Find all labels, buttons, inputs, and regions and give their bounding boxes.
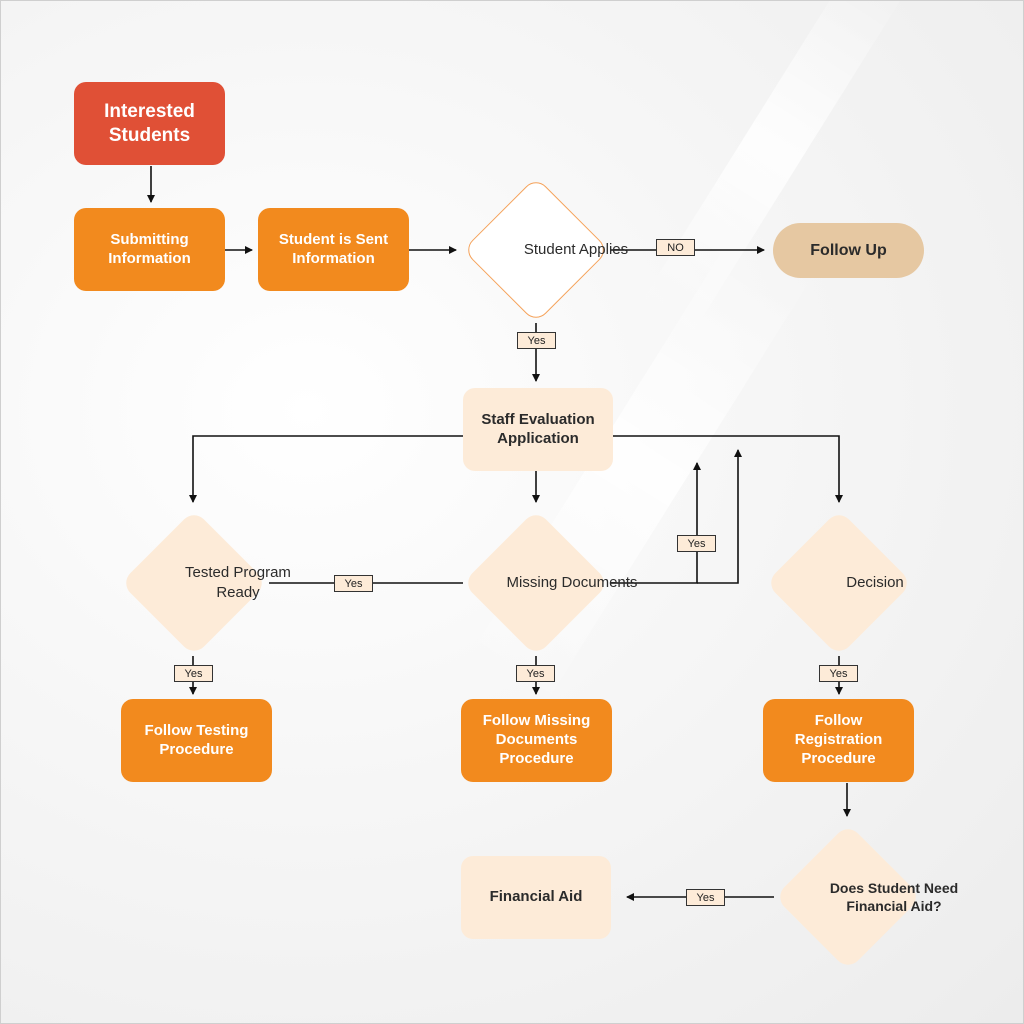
node-follow-testing: Follow Testing Procedure [121, 699, 272, 782]
decision-financial-aid-question: Does Student Need Financial Aid? [773, 822, 958, 972]
decision-student-applies: Student Applies [461, 175, 628, 325]
node-submitting-information: Submitting Information [74, 208, 225, 291]
node-follow-up: Follow Up [773, 223, 924, 278]
edge-label-missing-loop-yes: Yes [677, 535, 716, 552]
decision-tested-program-ready: Tested Program Ready [119, 508, 291, 658]
node-staff-evaluation: Staff Evaluation Application [463, 388, 613, 471]
edge-label-missing-yes: Yes [516, 665, 555, 682]
edge-label-applies-yes: Yes [517, 332, 556, 349]
node-interested-students: Interested Students [74, 82, 225, 165]
edge-label-decision-yes: Yes [819, 665, 858, 682]
decision-decision: Decision [764, 508, 914, 658]
node-financial-aid: Financial Aid [461, 856, 611, 939]
decision-missing-documents: Missing Documents [461, 508, 637, 658]
node-student-sent-information: Student is Sent Information [258, 208, 409, 291]
edge-missing-loop-outer [697, 449, 742, 584]
edge-label-aid-yes: Yes [686, 889, 725, 906]
edge-label-tested-missing-yes: Yes [334, 575, 373, 592]
edge-staff-to-decision [613, 435, 843, 503]
edge-label-tested-yes: Yes [174, 665, 213, 682]
node-follow-missing: Follow Missing Documents Procedure [461, 699, 612, 782]
node-follow-registration: Follow Registration Procedure [763, 699, 914, 782]
edge-label-no: NO [656, 239, 695, 256]
edge-staff-to-tested [189, 435, 463, 503]
